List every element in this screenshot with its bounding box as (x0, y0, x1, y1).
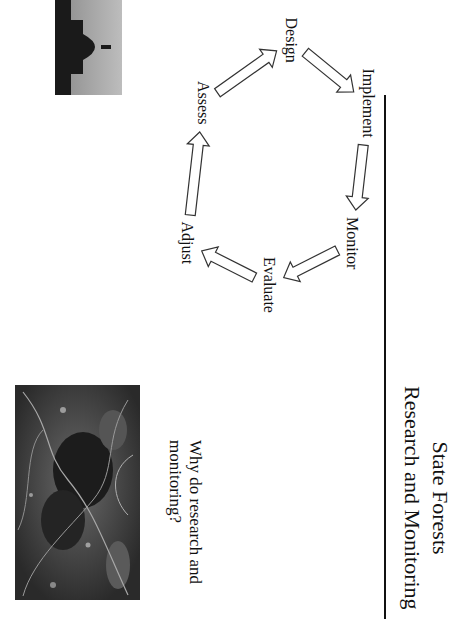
photo-branch (23, 400, 128, 596)
logo-spire (101, 45, 111, 49)
photo-shadow (41, 490, 85, 550)
photo-patch (99, 410, 127, 450)
block-arrow (346, 144, 368, 210)
step-label: Design (283, 18, 300, 63)
step-label: Implement (360, 69, 377, 138)
block-arrow (284, 246, 340, 282)
step-label: Monitor (344, 217, 361, 269)
logo-sky (55, 0, 122, 95)
title-rule (384, 95, 386, 619)
step-label: Assess (195, 81, 212, 125)
photo-patch (106, 541, 130, 589)
block-arrow (185, 132, 209, 216)
photo-branch (18, 430, 43, 530)
photo-speck (29, 493, 33, 497)
slide-title: Research and Monitoring (399, 386, 425, 610)
cycle-step: Adjust (175, 218, 199, 269)
cycle-step: Assess (191, 77, 215, 129)
cycle-step: Monitor (340, 213, 364, 273)
logo-thumbnail (55, 0, 122, 95)
photo-speck (60, 407, 66, 413)
cycle-step: Evaluate (257, 253, 281, 317)
photo-ground (15, 385, 140, 600)
cycle-step: Implement (356, 65, 380, 142)
photo-branch (23, 392, 128, 595)
block-arrow (202, 247, 257, 282)
block-arrow (215, 49, 277, 97)
question-text: Why do research and monitoring? (164, 440, 205, 600)
photo-branch (116, 455, 134, 515)
step-label: Evaluate (261, 257, 278, 313)
forest-photo (15, 385, 140, 600)
photo-speck (50, 582, 56, 588)
logo-building (55, 0, 95, 95)
slide-title: State Forests (427, 442, 453, 555)
block-arrow (302, 48, 354, 92)
step-label: Adjust (179, 222, 196, 265)
photo-speck (86, 543, 91, 548)
cycle-step: Design (279, 14, 303, 67)
